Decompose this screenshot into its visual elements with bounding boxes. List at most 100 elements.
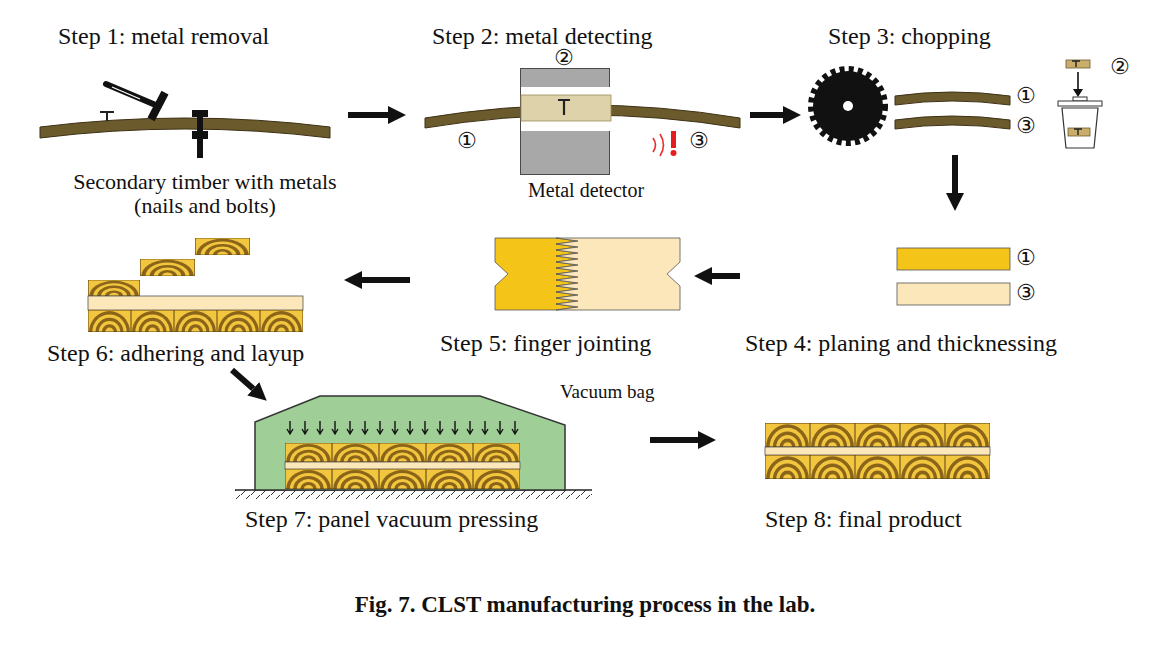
waste-bin [1058,101,1102,106]
alert-mark [671,150,677,156]
step-heading: Step 6: adhering and layup [47,340,304,368]
final-panel [945,423,990,447]
layup-drawing [131,310,174,332]
ground-support [235,490,592,499]
saw-blade [813,71,883,141]
timber-caption: Secondary timber with metals (nails and … [60,170,350,218]
hammer [112,87,140,99]
final-panel [810,423,855,447]
step-panel: Step 5: finger jointing [410,225,695,360]
callout-number: ③ [689,130,709,152]
metal-detector-content [521,87,611,131]
alert-mark [671,131,677,156]
bolt [192,131,208,139]
final-panel [810,455,855,479]
flow-arrow [362,277,410,283]
bolt [192,110,208,117]
callout-number: ① [1016,247,1036,269]
flow-arrow [712,273,740,279]
vacuum-bag-content [285,421,520,489]
step-panel: Step 7: panel vacuum pressingVacuum bag [235,400,650,540]
vacuum-bag-outline [250,393,568,490]
drop-arrow [1077,72,1079,90]
vacuum-bag-outline [255,396,565,490]
layup-drawing [88,238,303,332]
saw-blade [811,69,885,143]
nail [100,112,114,121]
step-panel: Step 6: adhering and layup [40,225,345,370]
callout-number: ① [457,130,477,152]
final-panel [765,423,990,479]
flow-arrow [750,112,783,118]
vacuum-bag: Vacuum bag [250,393,568,490]
layup-drawing [88,296,303,310]
metal-piece [1066,60,1090,68]
waste-bin [1058,97,1102,148]
callout-number: ② [554,47,574,69]
drop-arrow [1073,89,1083,97]
layup-drawing [195,238,250,255]
layup-drawing [217,310,260,332]
step-panel: Step 8: final product [715,400,1010,540]
step-heading: Step 2: metal detecting [432,23,653,51]
finger-joint [556,238,680,310]
layup-drawing [88,280,140,296]
flow-arrow [348,112,388,118]
step-heading: Step 5: finger jointing [440,330,651,358]
layup-drawing [88,310,131,332]
saw-blade [843,101,853,111]
metal-detector-outline [521,69,609,174]
step-heading: Step 1: metal removal [58,23,269,51]
final-panel [855,455,900,479]
planed-board [897,248,1010,270]
timber-board [40,118,330,138]
step-heading: Step 4: planing and thicknessing [745,330,1057,358]
final-panel [900,455,945,479]
metal-piece [1072,61,1080,67]
final-panel [945,455,990,479]
callout-number: ③ [1016,115,1036,137]
waste-bin [1073,97,1087,101]
flow-arrow [952,155,958,193]
timber-piece [895,92,1010,105]
step-heading: Step 8: final product [765,506,962,534]
saw-blade [811,69,885,143]
final-panel [765,423,810,447]
bolt [192,110,208,158]
metal-piece [1066,60,1090,68]
flow-arrow [232,370,253,389]
layup-drawing [174,310,217,332]
alert-mark [671,131,676,148]
step4-drawing [897,248,1010,305]
callout-number: ② [1110,56,1130,78]
layup-drawing [140,259,195,276]
figure-caption: Fig. 7. CLST manufacturing process in th… [0,592,1170,618]
finger-joint [495,238,680,310]
waste-bin [1068,128,1090,136]
step-heading: Step 7: panel vacuum pressing [245,506,538,534]
waste-bin [1062,108,1098,148]
planed-board [897,283,1010,305]
final-panel [855,423,900,447]
final-panel [765,455,810,479]
step-panel: Step 3: chopping [800,20,1150,155]
waste-bin [1074,129,1082,135]
step-heading: Step 3: chopping [828,23,991,51]
part-label: Metal detector [528,179,644,202]
callout-number: ① [1016,85,1036,107]
hammer [106,84,158,106]
drop-arrow [1073,72,1083,97]
step3-drawing [811,60,1102,148]
flow-arrow [650,437,698,443]
layup-drawing [260,310,303,332]
part-label: Vacuum bag [560,381,654,403]
hammer [106,84,169,121]
signal-waves [653,134,664,156]
metal-detector: Metal detector [520,68,610,175]
step1-drawing [40,84,330,158]
callout-number: ③ [1016,282,1036,304]
final-panel [765,447,990,455]
ground-support [235,490,592,499]
hammer [148,91,169,121]
